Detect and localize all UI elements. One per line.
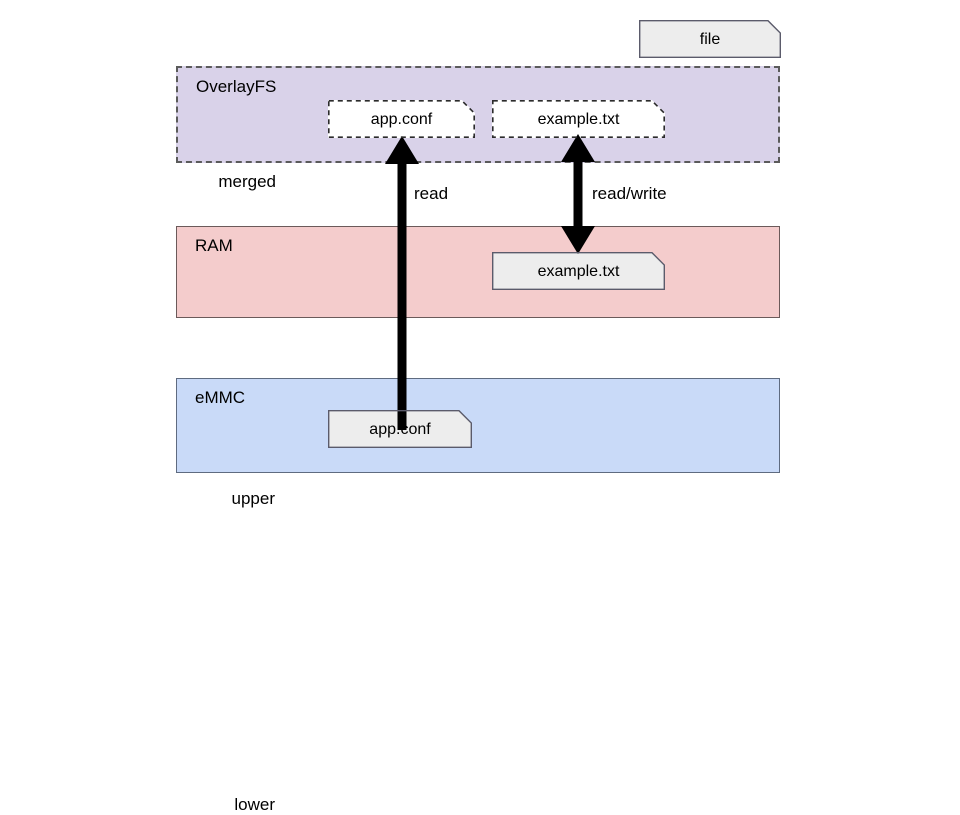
merged-file-app-conf-fill — [328, 100, 475, 138]
upper-file-example-txt-label: example.txt — [537, 262, 620, 280]
legend-file-note: file — [639, 20, 781, 58]
merged-file-app-conf-label: app.conf — [370, 110, 433, 128]
merged-file-app-conf-outline — [328, 100, 475, 138]
merged-file-example-txt: example.txt — [492, 100, 665, 138]
lower-file-app-conf-outline — [328, 410, 472, 448]
arrow-read-write-label: read/write — [592, 184, 667, 203]
arrow-read-write — [561, 134, 595, 254]
layer-merged: OverlayFS merged — [176, 66, 780, 191]
legend-file-note-label: file — [699, 30, 721, 48]
arrow-read-label: read — [414, 184, 449, 203]
row-label-lower: lower — [234, 795, 275, 814]
lower-file-app-conf-label: app.conf — [369, 420, 431, 438]
merged-file-app-conf: app.conf — [328, 100, 475, 138]
upper-file-example-txt-fill — [492, 252, 665, 290]
row-label-merged: merged — [218, 172, 276, 191]
layer-merged-title: OverlayFS — [196, 77, 277, 96]
diagram-canvas: file OverlayFS merged app.conf example.t… — [176, 20, 781, 814]
arrow-read — [385, 136, 419, 430]
lower-file-app-conf: app.conf — [328, 410, 472, 448]
layer-upper: RAM upper — [176, 226, 780, 508]
layer-upper-title: RAM — [195, 236, 233, 255]
row-label-upper: upper — [231, 489, 275, 508]
upper-file-example-txt: example.txt — [492, 252, 665, 290]
layer-lower: eMMC lower — [176, 378, 780, 814]
legend-file-note-outline — [639, 20, 781, 58]
legend-file-note-fill — [639, 20, 781, 58]
merged-file-example-txt-outline — [492, 100, 665, 138]
merged-file-example-txt-label: example.txt — [537, 110, 620, 128]
merged-file-example-txt-fill — [492, 100, 665, 138]
layer-lower-title: eMMC — [195, 388, 246, 407]
upper-file-example-txt-outline — [492, 252, 665, 290]
